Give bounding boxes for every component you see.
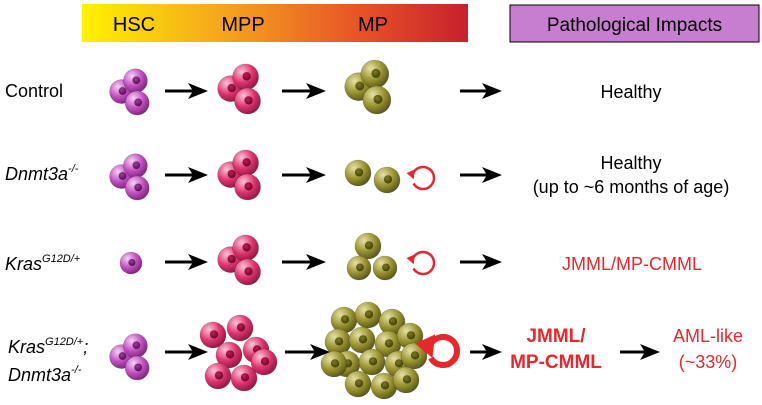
mpp-cell xyxy=(234,87,261,115)
mp-cell xyxy=(378,308,406,336)
progression-arrow xyxy=(620,344,660,360)
mp-cell xyxy=(354,232,382,260)
header-stage-mpp: MPP xyxy=(221,14,264,36)
hsc-cell xyxy=(124,355,150,381)
mp-cell xyxy=(344,370,372,398)
mp-cell xyxy=(396,322,424,350)
mpp-cell xyxy=(234,258,261,286)
mpp-cell xyxy=(250,348,278,376)
mp-cell xyxy=(374,330,402,358)
hsc-cell xyxy=(124,90,150,116)
progression-arrow xyxy=(165,344,208,360)
header-stage-mp: MP xyxy=(358,14,388,36)
mp-cell xyxy=(346,255,372,281)
self-renewal-loops xyxy=(406,165,460,368)
progression-arrow xyxy=(282,254,326,270)
mp-cell xyxy=(358,348,386,376)
hsc-cell xyxy=(124,175,150,201)
hsc-cell xyxy=(123,68,148,94)
progression-arrow xyxy=(282,83,326,99)
self-renewal-arrow xyxy=(406,250,436,276)
outcome-dnmt3a-line1: Healthy xyxy=(600,153,661,173)
stage-gradient-bar xyxy=(82,4,468,42)
progression-arrow xyxy=(285,344,330,360)
pathological-impacts-label: Pathological Impacts xyxy=(547,15,722,36)
row-label-dnmt3a: Dnmt3a-/- xyxy=(5,163,79,184)
row-label-kras-dnmt3a-line1: KrasG12D/+; xyxy=(8,336,88,357)
mp-cell xyxy=(348,326,376,354)
mp-cell xyxy=(373,166,401,194)
progression-arrow xyxy=(460,254,502,270)
progression-arrow xyxy=(460,83,502,99)
mp-cell xyxy=(392,366,420,394)
mp-cell xyxy=(400,342,428,370)
outcome-kras: JMML/MP-CMML xyxy=(562,254,702,274)
mpp-cell xyxy=(230,364,258,392)
outcome-kras-dnmt3a-line1: JMML/ xyxy=(526,326,586,347)
outcome-aml-like-line2: (~33%) xyxy=(679,352,738,372)
row-label-control: Control xyxy=(5,81,63,101)
mpp-cell xyxy=(232,63,259,91)
mp-cell xyxy=(360,59,390,89)
outcome-dnmt3a-line2: (up to ~6 months of age) xyxy=(533,177,730,197)
self-renewal-arrow xyxy=(415,334,460,368)
mp-cell xyxy=(362,85,392,115)
self-renewal-arrow xyxy=(406,165,436,191)
mpp-cell xyxy=(232,149,259,177)
mpp-cell xyxy=(234,173,261,201)
mpp-cell xyxy=(199,321,227,349)
progression-arrow xyxy=(165,254,208,270)
mpp-cell xyxy=(232,234,259,262)
outcome-control: Healthy xyxy=(600,82,661,102)
hsc-cell xyxy=(123,333,148,359)
progression-arrow xyxy=(460,167,502,183)
progression-arrow xyxy=(165,167,208,183)
mpp-cell xyxy=(215,341,243,369)
progression-arrow xyxy=(165,83,208,99)
mp-cell xyxy=(372,255,398,281)
mp-cell xyxy=(320,350,348,378)
mp-cell xyxy=(354,301,382,329)
mpp-cell xyxy=(226,314,254,342)
row-label-kras: KrasG12D/+ xyxy=(5,253,81,274)
cell-clusters xyxy=(109,59,428,400)
header-stage-hsc: HSC xyxy=(113,14,155,36)
row-label-kras-dnmt3a-line2: Dnmt3a-/- xyxy=(8,364,82,385)
mp-cell xyxy=(370,372,398,400)
arrows xyxy=(165,83,660,360)
mp-cell xyxy=(330,306,358,334)
outcome-aml-like-line1: AML-like xyxy=(673,326,743,346)
progression-arrow xyxy=(470,344,502,360)
pathological-impacts-header xyxy=(509,4,760,43)
mpp-cell xyxy=(204,362,232,390)
hsc-cell xyxy=(119,251,143,275)
hsc-cell xyxy=(123,153,148,179)
progression-arrow xyxy=(282,167,326,183)
outcome-kras-dnmt3a-line2: MP-CMML xyxy=(510,352,602,373)
mp-cell xyxy=(344,159,372,187)
